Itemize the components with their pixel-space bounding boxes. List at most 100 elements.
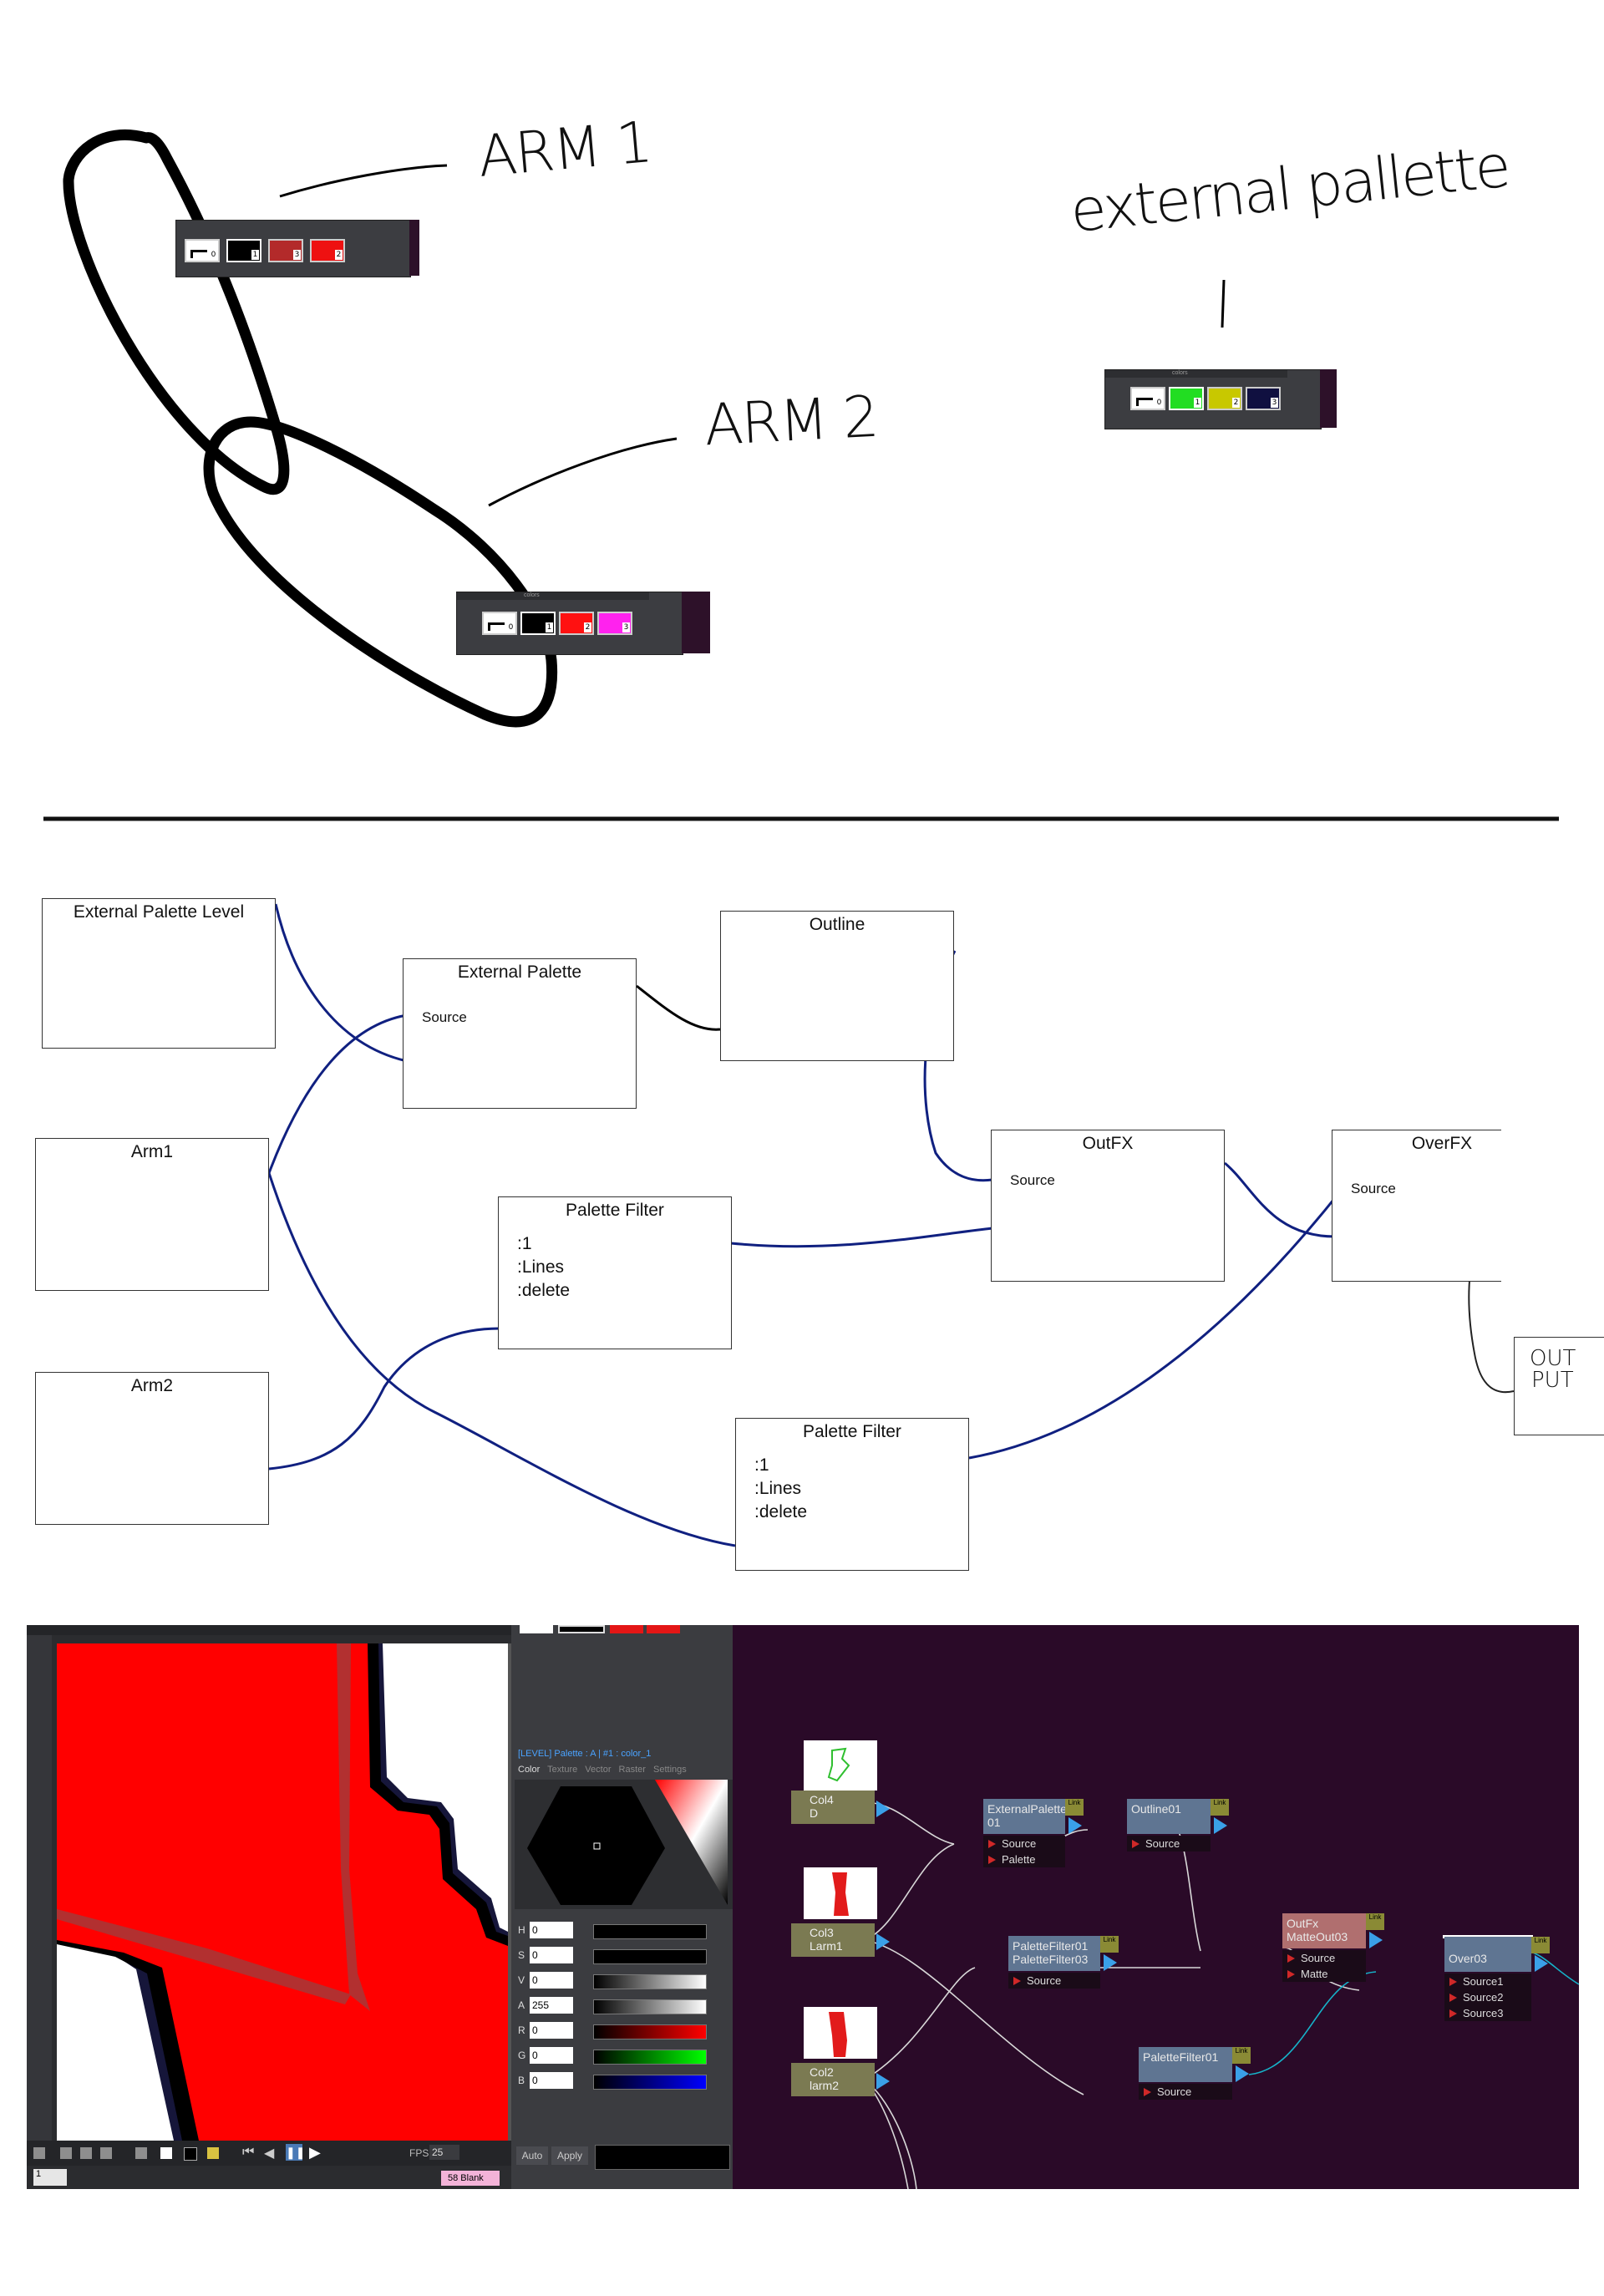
palette-chip[interactable]: 2 (310, 239, 345, 262)
viewer-canvas[interactable] (57, 1643, 508, 2141)
mini-chip-4[interactable] (647, 1625, 680, 1633)
node-outline[interactable]: Outline (720, 911, 954, 1061)
port-source3[interactable]: Source3 (1444, 2005, 1531, 2021)
col3-output-port[interactable] (876, 1933, 890, 1950)
mini-chip-3[interactable] (610, 1625, 643, 1633)
port-palette[interactable]: Palette (983, 1852, 1065, 1867)
palette-chip[interactable]: 3 (1246, 387, 1281, 410)
fps-value[interactable]: 25 (429, 2145, 459, 2160)
bg-checker-icon[interactable] (207, 2147, 219, 2159)
first-frame-icon[interactable]: ⏮ (242, 2145, 255, 2159)
chip-index: 2 (584, 622, 591, 632)
node-palette-filter-1[interactable]: Palette Filter :1 :Lines :delete (498, 1196, 732, 1349)
wire-extlevel-to-palette (274, 903, 408, 1063)
link-badge[interactable]: Link (1232, 2047, 1251, 2064)
port-matte[interactable]: Matte (1282, 1966, 1366, 1982)
palette-chip[interactable]: 1 (1169, 387, 1204, 410)
mini-chip-2[interactable] (558, 1625, 605, 1633)
outfx-output-port[interactable] (1369, 1932, 1383, 1948)
port-source[interactable]: Source (1127, 1836, 1211, 1852)
port-source1[interactable]: Source1 (1444, 1973, 1531, 1989)
link-badge[interactable]: Link (1100, 1936, 1119, 1953)
palette-chip[interactable]: 1 (226, 239, 261, 262)
col3-node[interactable]: Col3 Larm1 (791, 1923, 890, 1957)
palette-chip[interactable]: 2 (559, 612, 594, 635)
filter-line: :1 (517, 1234, 532, 1253)
mini-chip-1[interactable] (520, 1625, 553, 1633)
channel-value-field[interactable]: 0 (530, 2022, 573, 2039)
pfb-name: PaletteFilter01 (1143, 2050, 1219, 2064)
port-source[interactable]: Source (983, 1836, 1065, 1852)
channel-value-field[interactable]: 0 (530, 1922, 573, 1938)
node-external-palette[interactable]: External Palette Source (403, 958, 637, 1109)
pause-icon[interactable]: ❚❚ (286, 2144, 306, 2161)
link-badge[interactable]: Link (1366, 1913, 1384, 1930)
palette-chip[interactable]: 1 (520, 612, 556, 635)
play-icon[interactable]: ▶ (309, 2144, 321, 2161)
node-arm1[interactable]: Arm1 (35, 1138, 269, 1291)
channel-value-field[interactable]: 0 (530, 2047, 573, 2064)
node-palette-filter-2[interactable]: Palette Filter :1 :Lines :delete (735, 1418, 969, 1571)
prev-frame-icon[interactable]: ◀ (264, 2146, 275, 2161)
palette-chip[interactable]: 3 (597, 612, 632, 635)
auto-button[interactable]: Auto (516, 2146, 548, 2165)
col2-output-port[interactable] (876, 2073, 890, 2090)
col2-drawing (829, 2012, 847, 2057)
palette-chip[interactable]: 0 (482, 612, 517, 635)
bg-white-icon[interactable] (160, 2147, 172, 2159)
tab-vector[interactable]: Vector (585, 1765, 612, 1775)
channel-slider[interactable] (593, 1974, 707, 1989)
link-badge[interactable]: Link (1065, 1799, 1084, 1816)
hex-color-wheel[interactable] (515, 1780, 736, 1909)
tab-settings[interactable]: Settings (653, 1765, 687, 1775)
palette-chip[interactable]: 0 (1130, 387, 1165, 410)
node-arm2[interactable]: Arm2 (35, 1372, 269, 1525)
port-source[interactable]: Source (1008, 1973, 1100, 1989)
port-source[interactable]: Source (1139, 2084, 1232, 2100)
pfb-output-port[interactable] (1236, 2065, 1249, 2082)
node-external-palette-level[interactable]: External Palette Level (42, 898, 276, 1049)
palette-chip[interactable]: 0 (185, 239, 220, 262)
channel-slider[interactable] (593, 1949, 707, 1964)
level-palette-area (511, 1625, 749, 1742)
pfa-output-port[interactable] (1104, 1954, 1117, 1971)
channel-value-field[interactable]: 0 (530, 1972, 573, 1989)
style-editor-panel: [LEVEL] Palette : A | #1 : color_1 Color… (511, 1625, 749, 2189)
wire-arm1-to-extpalette (267, 1013, 408, 1174)
tab-texture[interactable]: Texture (547, 1765, 578, 1775)
link-badge[interactable]: Link (1531, 1937, 1550, 1953)
col4-output-port[interactable] (876, 1801, 890, 1817)
tab-color[interactable]: Color (518, 1765, 541, 1775)
link-badge[interactable]: Link (1211, 1799, 1229, 1816)
channel-slider[interactable] (593, 2050, 707, 2065)
node-outfx[interactable]: OutFX Source (991, 1130, 1225, 1282)
channel-slider[interactable] (593, 1924, 707, 1939)
outline-fx-output-port[interactable] (1214, 1817, 1227, 1834)
channel-slider[interactable] (593, 2024, 707, 2039)
port-source[interactable]: Source (1282, 1950, 1366, 1966)
channel-slider[interactable] (593, 1999, 707, 2014)
save-icon[interactable] (60, 2147, 72, 2159)
port-source2[interactable]: Source2 (1444, 1989, 1531, 2005)
col2-node[interactable]: Col2 larm2 (791, 2063, 890, 2096)
node-output[interactable]: OUT PUT (1514, 1337, 1604, 1435)
channel-value-field[interactable]: 0 (530, 1947, 573, 1963)
channel-value-field[interactable]: 0 (530, 2072, 573, 2089)
viewer-right-scroll[interactable] (508, 1643, 511, 2141)
menu-icon[interactable] (33, 2147, 45, 2159)
col4-node[interactable]: Col4 D (791, 1791, 890, 1824)
channel-slider[interactable] (593, 2075, 707, 2090)
palette-chip[interactable]: 3 (268, 239, 303, 262)
tab-raster[interactable]: Raster (618, 1765, 646, 1775)
node-overfx[interactable]: OverFX Source (1332, 1130, 1501, 1282)
apply-button[interactable]: Apply (551, 2146, 588, 2165)
bg-black-icon[interactable] (184, 2147, 197, 2161)
grid-icon[interactable] (135, 2147, 147, 2159)
ext-fx-output-port[interactable] (1068, 1817, 1082, 1834)
camera-icon[interactable] (80, 2147, 92, 2159)
preview-icon[interactable] (100, 2147, 112, 2159)
palette-chip[interactable]: 2 (1207, 387, 1242, 410)
channel-value-field[interactable]: 255 (530, 1997, 573, 2014)
over-output-port[interactable] (1535, 1955, 1548, 1972)
